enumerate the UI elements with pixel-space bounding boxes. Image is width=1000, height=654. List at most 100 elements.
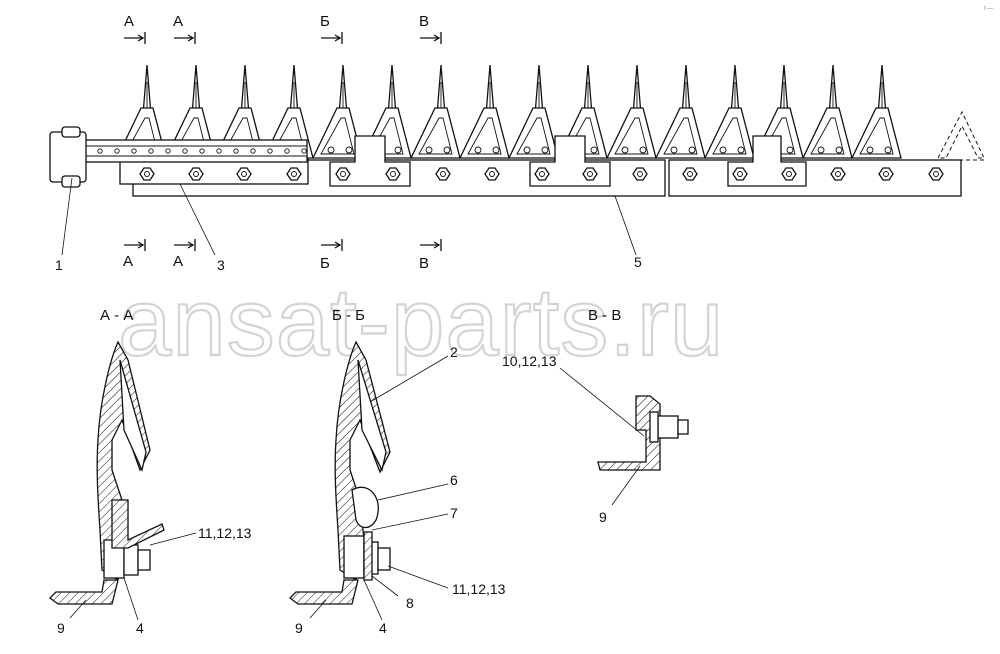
rivet — [688, 146, 696, 154]
bolt-center — [539, 171, 545, 177]
plate-4-aa — [111, 499, 165, 549]
callout-9-vv: 9 — [599, 509, 607, 525]
rail-hole — [165, 148, 171, 154]
bolt-head — [188, 167, 204, 181]
section-aa: А - А — [49, 307, 165, 605]
bolt-heads — [139, 167, 944, 181]
rail-holes — [97, 148, 307, 154]
rivet — [541, 146, 549, 154]
rivet — [835, 146, 843, 154]
section-title-aa: А - А — [100, 307, 133, 324]
bracket-9-aa — [49, 579, 119, 605]
section-arrows-bottom: А А Б В — [123, 239, 442, 272]
bolt-center — [489, 171, 495, 177]
section-mark-top-v: В — [419, 13, 429, 30]
knife-section-edge — [761, 117, 796, 155]
bolt-head — [878, 167, 894, 181]
callout-5: 5 — [634, 254, 642, 270]
rail-hole — [216, 148, 222, 154]
section-mark-top-b: Б — [320, 13, 330, 30]
bolt-center — [587, 171, 593, 177]
guard-bar-right — [668, 159, 962, 197]
bolt-head — [435, 167, 451, 181]
bolt-center — [687, 171, 693, 177]
rivet — [394, 146, 402, 154]
rail-hole — [148, 148, 154, 154]
rivet — [884, 146, 892, 154]
rivet — [719, 146, 727, 154]
bolt-head — [286, 167, 302, 181]
washer-vv — [649, 411, 659, 443]
bolt-center — [340, 171, 346, 177]
bolt-center — [241, 171, 247, 177]
knife-section-edge — [859, 117, 894, 155]
bolt-head — [484, 167, 500, 181]
rail-hole — [199, 148, 205, 154]
bolt-center — [440, 171, 446, 177]
callout-10: 10,12,13 — [502, 353, 557, 369]
rail-hole — [250, 148, 256, 154]
rail-hole — [182, 148, 188, 154]
bolt-center — [144, 171, 150, 177]
callout-11-bb: 11,12,13 — [452, 581, 506, 597]
knife-section — [507, 107, 559, 159]
knife-head-pin-top — [61, 126, 81, 138]
rail-hole — [267, 148, 273, 154]
rivet — [621, 146, 629, 154]
rail-hole — [301, 148, 307, 154]
section-mark-bottom-a2: А — [173, 253, 183, 270]
nut-aa — [123, 544, 139, 576]
knife-section-edge — [418, 117, 453, 155]
bolt-head — [830, 167, 846, 181]
bolt-head — [236, 167, 252, 181]
corner-mark: r— — [984, 5, 993, 12]
callout-6: 6 — [450, 472, 458, 488]
section-mark-bottom-v: В — [419, 255, 429, 272]
knife-section-bb — [357, 359, 387, 472]
bolt-center — [193, 171, 199, 177]
bolt-bb — [343, 535, 365, 579]
knife-section-edge — [810, 117, 845, 155]
bracket-9-bb — [289, 579, 359, 605]
callout-9-bb: 9 — [295, 620, 303, 636]
rivet — [866, 146, 874, 154]
bolt-vv — [657, 415, 679, 439]
knife-section — [801, 107, 853, 159]
knife-section — [703, 107, 755, 159]
bolt-head — [335, 167, 351, 181]
section-mark-top-a1: А — [124, 13, 134, 30]
section-mark-bottom-b: Б — [320, 255, 330, 272]
callout-3: 3 — [217, 257, 225, 273]
section-vv: В - В — [588, 307, 689, 471]
bolt-head — [928, 167, 944, 181]
rivet — [590, 146, 598, 154]
bolt-head — [682, 167, 698, 181]
knife-section-edge — [320, 117, 355, 155]
bolt-head — [781, 167, 797, 181]
bolt-head — [385, 167, 401, 181]
section-mark-bottom-a1: А — [123, 253, 133, 270]
bolt-head — [632, 167, 648, 181]
knife-section-edge — [369, 117, 404, 155]
cutter-bar-assembly — [49, 64, 985, 197]
bolt-center — [835, 171, 841, 177]
knife-section-edge — [712, 117, 747, 155]
knife-head — [49, 131, 87, 183]
bolt-center — [737, 171, 743, 177]
section-bb: Б - Б — [289, 307, 391, 605]
bolt-center — [390, 171, 396, 177]
rail-hole — [233, 148, 239, 154]
section-mark-top-a2: А — [173, 13, 183, 30]
bolt-center — [883, 171, 889, 177]
rivet — [327, 146, 335, 154]
rivet — [817, 146, 825, 154]
rail-hole — [284, 148, 290, 154]
knife-section-edge — [467, 117, 502, 155]
bracket-9-vv — [597, 395, 661, 471]
rivet — [474, 146, 482, 154]
knife-section — [654, 107, 706, 159]
guard-finger-section-bb — [334, 340, 391, 582]
rivet — [737, 146, 745, 154]
knife-section-edge — [663, 117, 698, 155]
